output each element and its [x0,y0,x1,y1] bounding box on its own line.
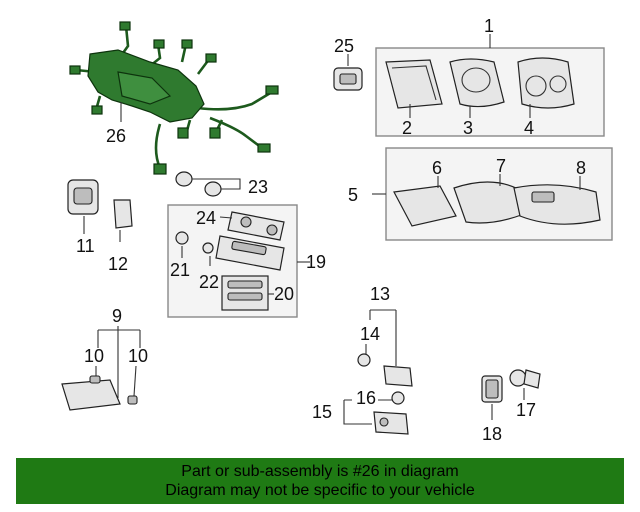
leader-13 [369,309,397,366]
part-15-sensor[interactable] [373,411,409,435]
callout-1[interactable]: 1 [484,16,494,36]
part-4-gauge-assembly[interactable] [517,57,575,109]
callout-19[interactable]: 19 [306,252,326,272]
callout-3[interactable]: 3 [463,118,473,138]
callout-24[interactable]: 24 [196,208,216,228]
callout-14[interactable]: 14 [360,324,380,344]
part-8-meter-panel[interactable] [513,184,601,225]
callout-8[interactable]: 8 [576,158,586,178]
callout-22[interactable]: 22 [199,272,219,292]
callout-10-left[interactable]: 10 [84,346,104,366]
callout-16[interactable]: 16 [356,388,376,408]
part-13-sensor[interactable] [383,365,413,387]
part-2-lens[interactable] [385,59,443,109]
part-control-unit[interactable] [215,235,285,271]
leader-15-16 [343,399,392,425]
part-21-knob[interactable] [175,231,189,245]
part-20-panel[interactable] [221,275,269,311]
part-26-wire-harness[interactable] [69,21,279,175]
banner-line-1: Part or sub-assembly is #26 in diagram [181,463,459,480]
callout-6[interactable]: 6 [432,158,442,178]
leader-9 [97,326,141,398]
part-22-knob[interactable] [202,242,214,254]
part-3-meter-case[interactable] [449,58,505,108]
callout-13[interactable]: 13 [370,284,390,304]
callout-25[interactable]: 25 [334,36,354,56]
leader-23 [192,178,241,190]
part-12-bracket[interactable] [113,199,133,229]
leader-24 [219,216,233,219]
part-17-lighter[interactable] [509,369,541,389]
callout-20[interactable]: 20 [274,284,294,304]
callout-2[interactable]: 2 [402,118,412,138]
banner-line-2: Diagram may not be specific to your vehi… [165,482,475,499]
callout-5[interactable]: 5 [348,185,358,205]
callout-10-right[interactable]: 10 [128,346,148,366]
part-14-bulb[interactable] [357,353,371,367]
callout-11[interactable]: 11 [76,236,95,256]
part-10-clips[interactable] [89,375,138,405]
callout-23[interactable]: 23 [248,177,268,197]
callout-4[interactable]: 4 [524,118,534,138]
part-9-duct[interactable] [61,379,121,411]
callout-12[interactable]: 12 [108,254,128,274]
callout-17[interactable]: 17 [516,400,536,420]
part-11-switch[interactable] [67,179,99,215]
part-18-socket[interactable] [481,375,503,403]
part-24-switch-panel[interactable] [227,211,285,241]
callout-7[interactable]: 7 [496,156,506,176]
leader-10-right [133,365,137,397]
callout-15[interactable]: 15 [312,402,332,422]
part-23-bulbs[interactable] [175,171,222,197]
callout-9[interactable]: 9 [112,306,122,326]
callout-18[interactable]: 18 [482,424,502,444]
part-25[interactable] [333,67,363,91]
part-16-bulb[interactable] [391,391,405,405]
callout-21[interactable]: 21 [170,260,190,280]
callout-26[interactable]: 26 [106,126,126,146]
part-6-panel[interactable] [393,185,457,227]
info-banner: Part or sub-assembly is #26 in diagram D… [16,458,624,504]
